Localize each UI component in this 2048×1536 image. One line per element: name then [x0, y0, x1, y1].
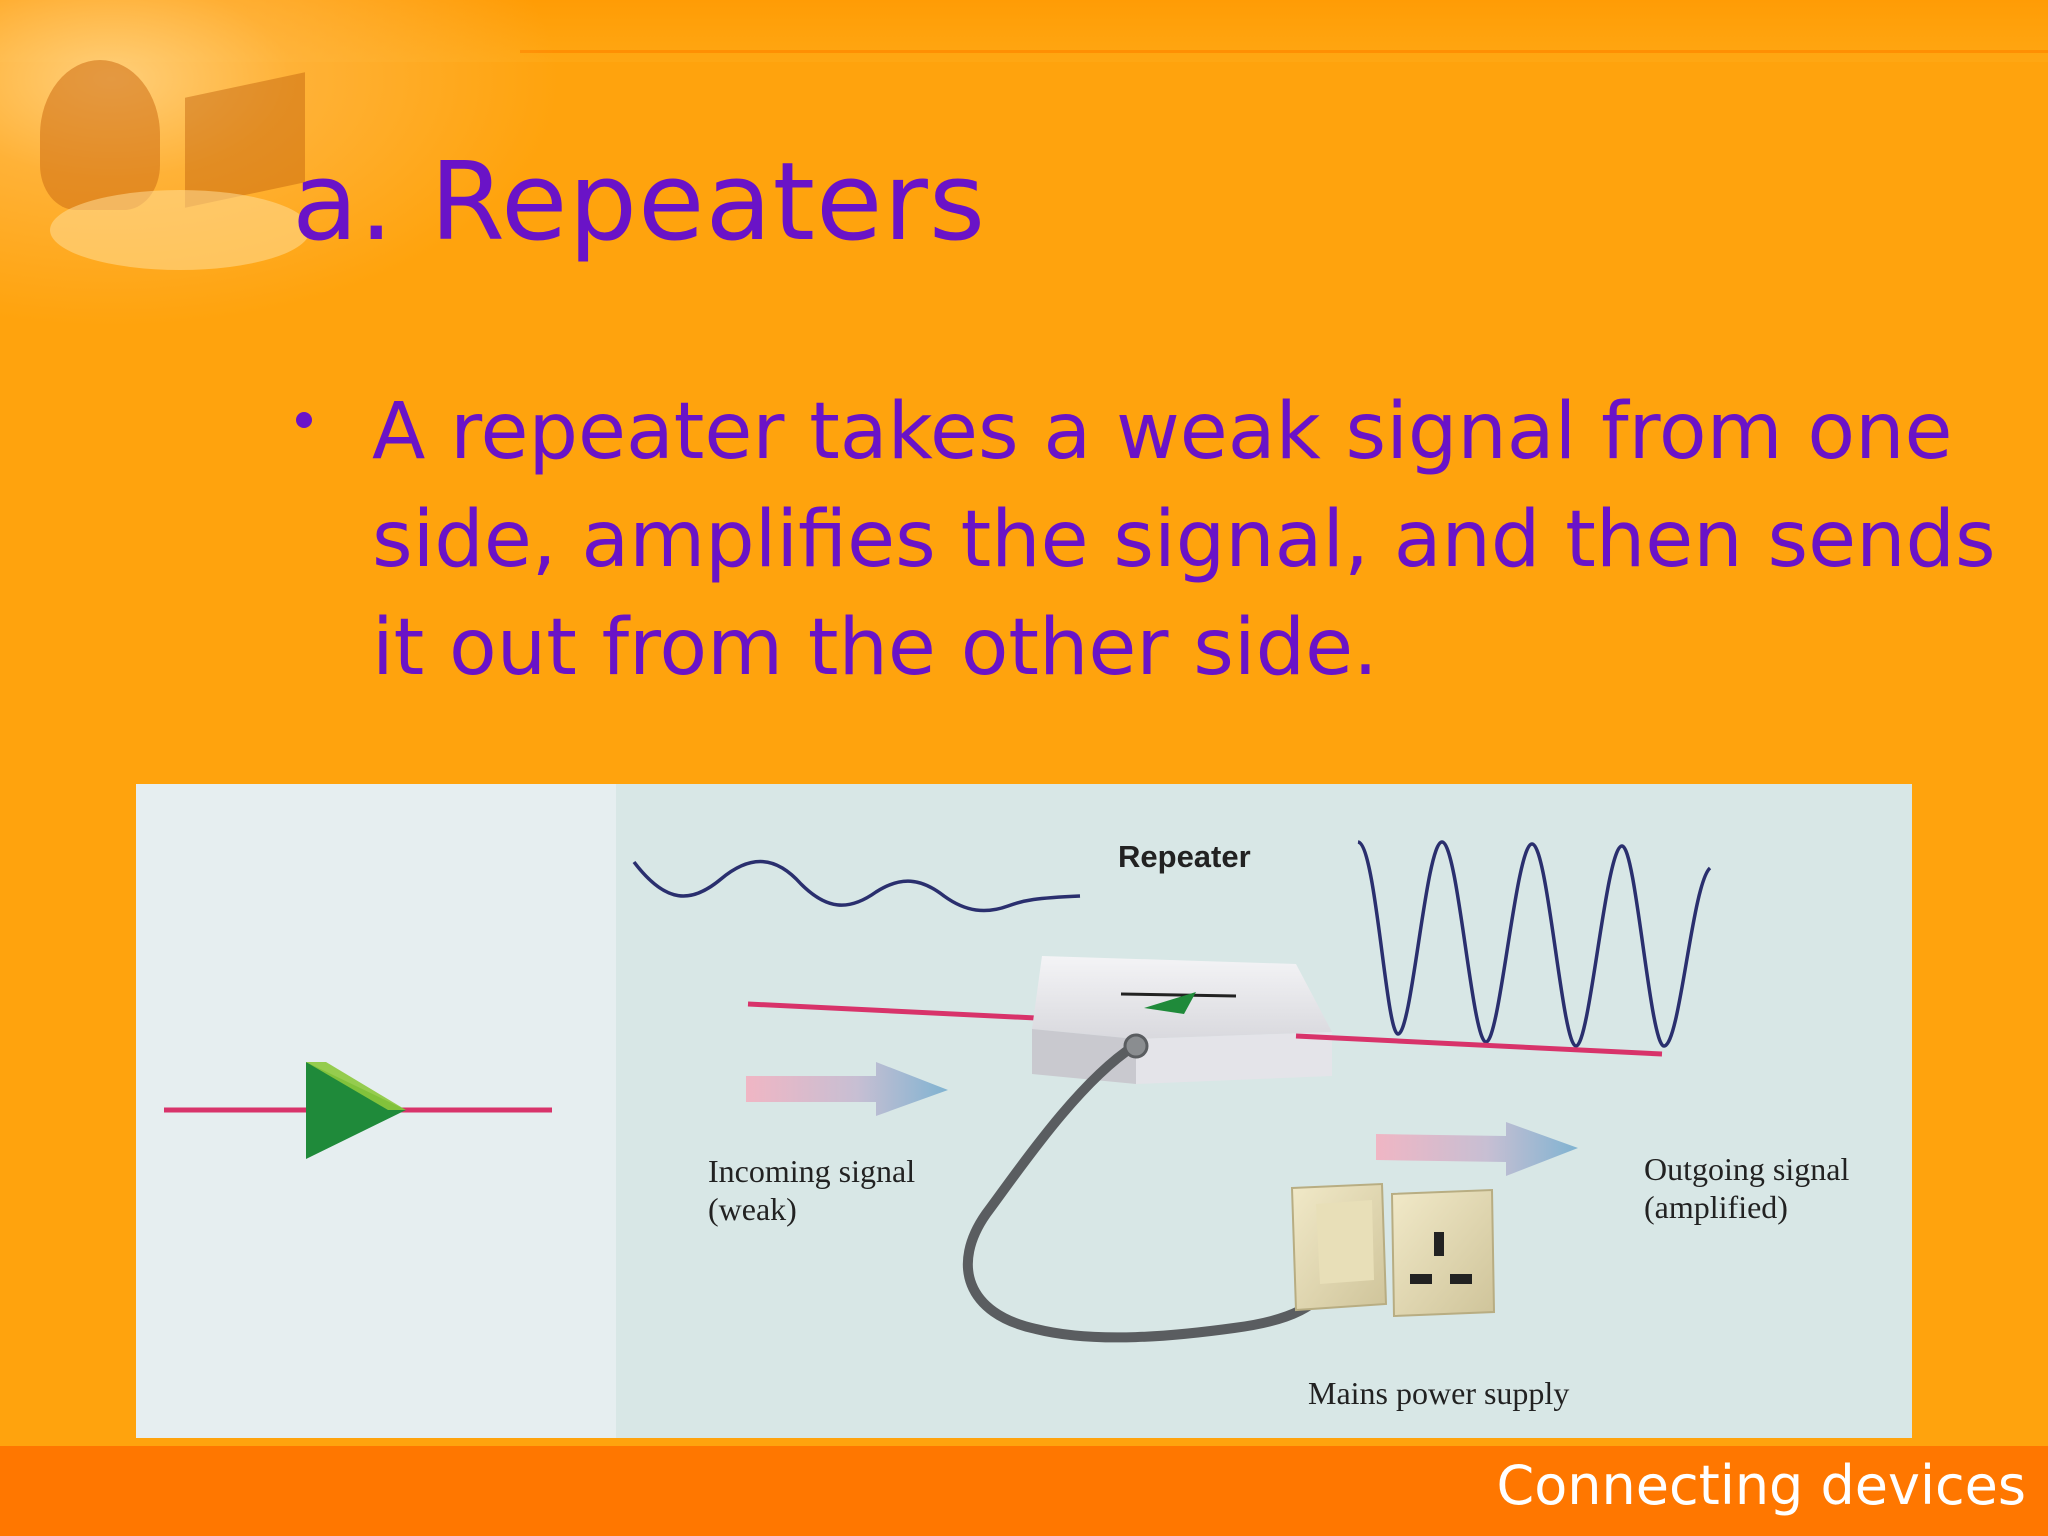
footer-bar: Connecting devices [0, 1446, 2048, 1536]
incoming-signal-label: Incoming signal (weak) [708, 1153, 916, 1227]
repeater-box-marking [1120, 992, 1237, 998]
bullet-text: A repeater takes a weak signal from one … [372, 387, 1996, 693]
right-panel [616, 784, 1912, 1438]
laptop-silhouette [185, 72, 305, 208]
incoming-signal-line [747, 1001, 1037, 1021]
weak-signal-wave [632, 859, 1081, 913]
top-divider [520, 50, 2048, 53]
socket-live-pin [1410, 1274, 1432, 1284]
amplifier-symbol-icon [306, 1062, 406, 1159]
person-silhouette [40, 60, 160, 210]
mains-power-label: Mains power supply [1308, 1375, 1570, 1411]
power-cable [962, 1041, 1337, 1343]
switch-rocker [1316, 1200, 1374, 1284]
repeater-amplifier-icon [1144, 992, 1196, 1014]
socket-earth-pin [1434, 1232, 1444, 1256]
repeater-box-front [1136, 1032, 1332, 1084]
globe-silhouette [50, 190, 310, 270]
socket-neutral-pin [1450, 1274, 1472, 1284]
amplifier-highlight [306, 1062, 406, 1110]
outgoing-arrow-icon [1376, 1122, 1578, 1176]
outgoing-signal-line [1295, 1033, 1663, 1057]
incoming-arrow-icon [746, 1062, 948, 1116]
cable-plug [1123, 1033, 1149, 1059]
amplified-signal-wave [1356, 840, 1712, 1048]
repeater-label: Repeater [1118, 839, 1251, 874]
footer-text: Connecting devices [1496, 1454, 2026, 1517]
repeater-diagram: Repeater Incoming signal (weak) Outgoing… [136, 784, 1912, 1438]
bullet-icon [296, 412, 312, 428]
slide-title: a. Repeaters [292, 140, 987, 265]
diagram-illustration [136, 784, 1912, 1438]
decorative-photo-corner [0, 0, 620, 360]
outgoing-signal-label: Outgoing signal (amplified) [1644, 1151, 1850, 1225]
